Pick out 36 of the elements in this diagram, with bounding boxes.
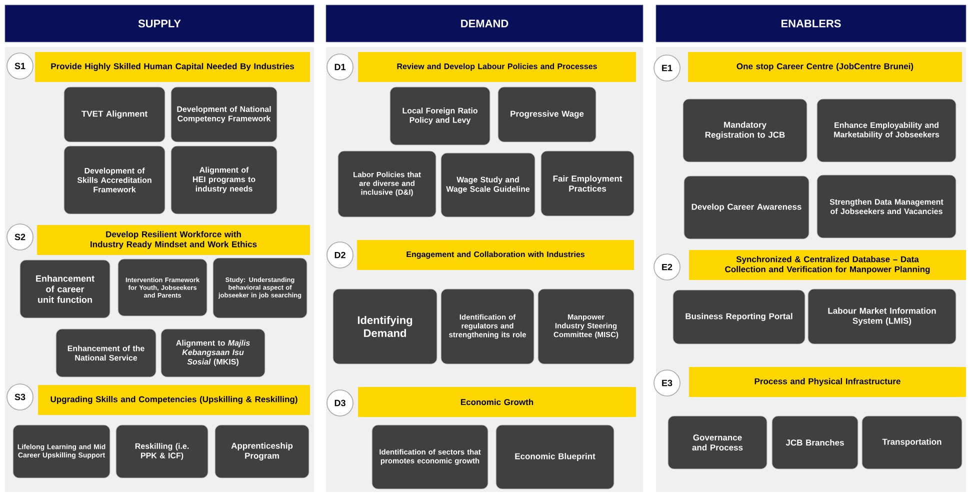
initiative-box: Enhancement of the National Service [56,328,156,378]
section-band: Provide Highly Skilled Human Capital Needed By Industries [35,52,310,82]
initiative-box: Labour Market Information System (LMIS) [808,288,956,344]
initiative-box: Alignment to Majlis Kebangsaan Isu Sosial (MKIS) [160,328,266,378]
initiative-box: Development of National Competency Framework [170,86,278,142]
initiative-box: Progressive Wage [498,86,596,142]
initiative-box: Business Reporting Portal [672,290,806,344]
initiative-box: Governance and Process [668,416,768,470]
initiative-box: Economic Blueprint [496,424,614,490]
section-band: Engagement and Collaboration with Industries [357,240,634,270]
section-band: Develop Resilient Workforce with Industry Ready Mindset and Work Ethics [37,225,310,255]
column-header: SUPPLY [4,4,314,42]
section-band: Upgrading Skills and Competencies (Upskilling & Reskilling) [38,385,310,415]
column-header: DEMAND [326,4,644,42]
section-band: Review and Develop Labour Policies and Processes [358,52,636,82]
column-header: ENABLERS [656,4,966,42]
initiative-box: Mandatory Registration to JCB [682,98,808,162]
section-band: Process and Physical Infrastructure [689,367,966,397]
section-band: One stop Career Centre (JobCentre Brunei) [688,52,962,82]
initiative-box: Reskilling (i.e. PPK & ICF) [116,424,208,478]
initiative-box: Alignment of HEI programs to industry needs [170,146,278,214]
initiative-box: Wage Study and Wage Scale Guideline [440,152,536,218]
initiative-box: Local Foreign Ratio Policy and Levy [390,86,490,146]
initiative-box: TVET Alignment [64,86,166,142]
initiative-box: Identifying Demand [332,288,438,364]
initiative-box: Develop Career Awareness [684,176,810,240]
initiative-box: Transportation [862,416,962,470]
initiative-box: Development of Skills Accreditation Framework [64,146,166,214]
initiative-box: Strengthen Data Management of Jobseekers and Vacancies [816,174,956,238]
initiative-box: JCB Branches [772,416,858,470]
initiative-box: Enhancement of career unit function [20,260,110,318]
section-band: Synchronized & Centralized Database – Data Collection and Verification for Manpower Planning [689,250,966,280]
initiative-box: Enhance Employability and Marketability of Jobseekers [816,98,956,162]
initiative-box: Apprenticeship Program [214,424,310,478]
section-band: Economic Growth [358,387,636,417]
initiative-box: Fair Employment Practices [540,150,634,216]
